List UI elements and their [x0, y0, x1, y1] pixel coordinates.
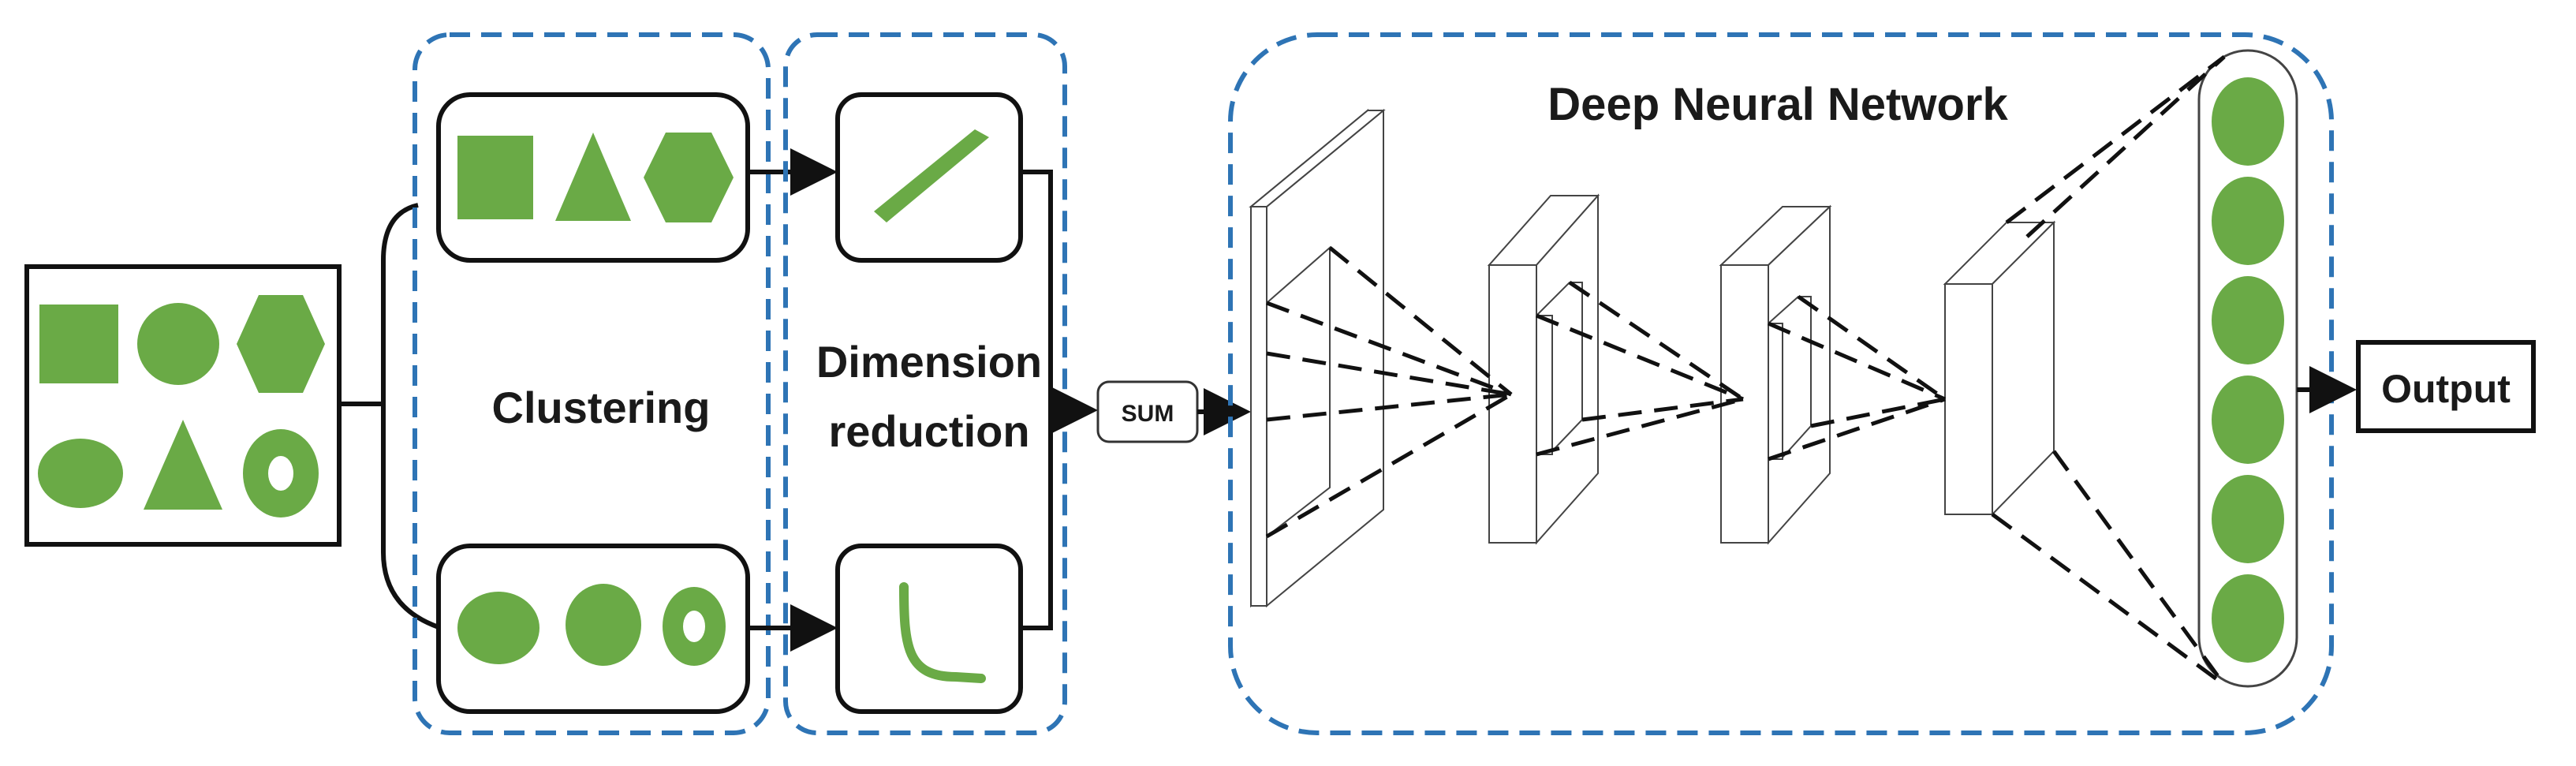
output-label: Output [2381, 367, 2511, 411]
conv-layer-2 [1487, 193, 1600, 545]
conv-layer-1 [1249, 108, 1386, 608]
input-ellipse-icon [38, 439, 123, 508]
input-square-icon [39, 305, 118, 383]
l-curve-icon [899, 582, 986, 683]
neuron-icon [2212, 574, 2284, 663]
projection-lines [1265, 55, 2227, 687]
cluster-ring-icon [663, 587, 726, 666]
output-neuron-column [2197, 49, 2298, 688]
cluster-ellipse-icon [457, 592, 539, 664]
sum-node: SUM [1096, 380, 1199, 443]
cluster-circle-icon [566, 584, 641, 666]
neuron-icon [2212, 276, 2284, 364]
cluster-square-icon [457, 136, 533, 219]
cluster-triangle-icon [555, 133, 631, 221]
neuron-icon [2212, 177, 2284, 265]
input-to-clusters-connector [339, 203, 440, 630]
dimension-reduction-group: Dimension reduction [783, 32, 1067, 735]
cluster-hexagon-icon [644, 133, 734, 222]
diagonal-line-icon [874, 129, 989, 222]
input-triangle-icon [144, 420, 222, 510]
input-circle-icon [137, 303, 219, 385]
cluster-bottom-box [436, 544, 750, 714]
sum-label: SUM [1122, 401, 1174, 427]
clustering-label: Clustering [492, 383, 711, 432]
deep-neural-network-label: Deep Neural Network [1547, 79, 2008, 130]
input-hexagon-icon [237, 295, 325, 393]
neuron-icon [2212, 475, 2284, 563]
conv-layer-4 [1943, 220, 2056, 517]
cluster-top-box [436, 92, 750, 263]
reduction-to-sum-connector [1021, 170, 1098, 630]
neuron-icon [2212, 376, 2284, 464]
dimension-reduction-label-line2: reduction [828, 406, 1029, 456]
input-ring-icon [243, 429, 319, 518]
conv-layer-3 [1719, 204, 1832, 545]
dimension-reduction-label-line1: Dimension [816, 337, 1042, 387]
reduction-top-box [835, 92, 1023, 263]
input-data-box [24, 264, 342, 547]
clustering-group: Clustering [413, 32, 771, 735]
neuron-icon [2212, 77, 2284, 166]
reduction-bottom-box [835, 544, 1023, 714]
output-box: Output [2356, 340, 2536, 433]
